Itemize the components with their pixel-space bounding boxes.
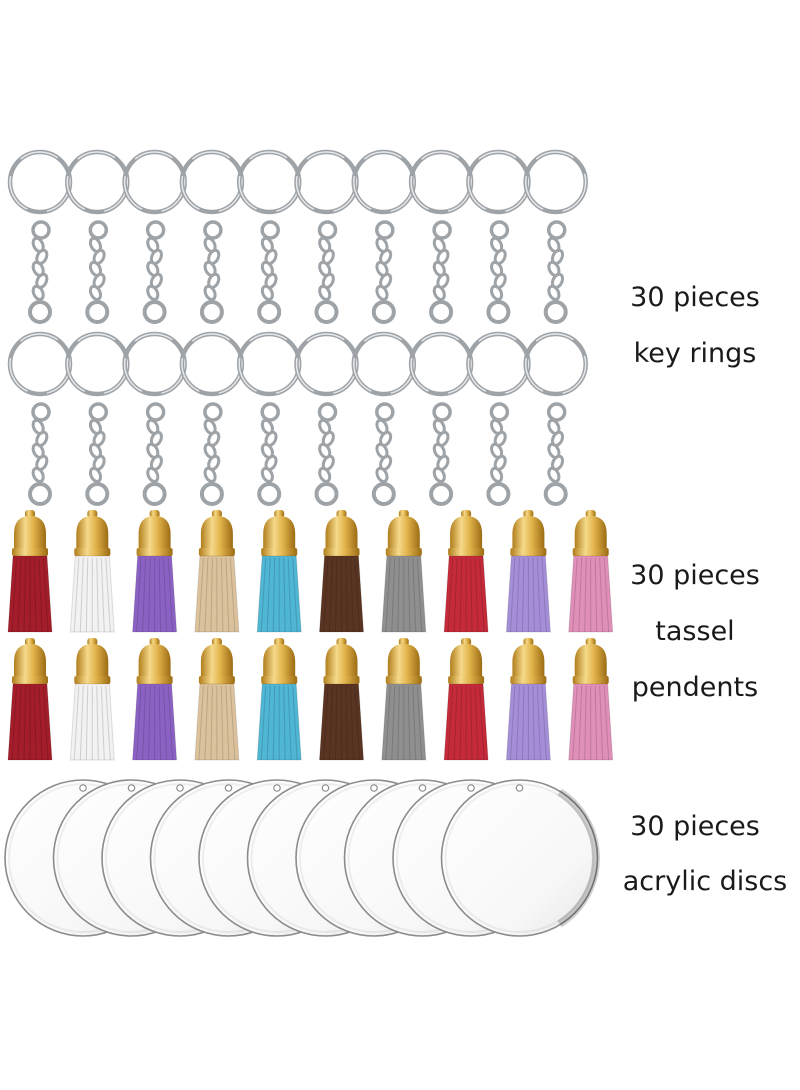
key-ring	[7, 149, 73, 324]
tassels-group	[7, 510, 614, 761]
key-ring	[294, 331, 359, 506]
tassel-pendent	[318, 510, 365, 633]
tassel-pendent	[132, 638, 178, 761]
key-ring	[179, 149, 245, 324]
tassel-pendent	[318, 638, 365, 761]
key-ring	[466, 331, 531, 506]
tassel-pendent	[194, 638, 240, 761]
tassel-pendent	[381, 638, 427, 761]
key-ring	[523, 149, 588, 324]
tassel-pendent	[381, 510, 427, 633]
tassel-pendent	[568, 638, 614, 761]
key-ring	[351, 331, 417, 506]
key-ring	[122, 149, 187, 324]
key-rings-label: key rings	[633, 338, 757, 369]
key-ring	[236, 149, 302, 324]
tassel-pendent	[256, 638, 302, 761]
key-ring	[523, 331, 588, 506]
key-ring	[466, 149, 531, 324]
tassel-pendent	[7, 638, 53, 761]
disc-rim-shadow	[557, 788, 600, 928]
tassel-pendent	[69, 638, 115, 761]
tassel-pendent	[568, 510, 614, 633]
discs-label: acrylic discs	[622, 866, 788, 897]
key-ring	[294, 149, 359, 324]
key-ring	[65, 149, 130, 324]
key-ring	[351, 149, 417, 324]
key-ring	[179, 331, 245, 506]
tassel-pendent	[132, 510, 178, 633]
acrylic-disc	[440, 779, 599, 937]
key-ring	[65, 331, 130, 506]
tassels-label-line2: pendents	[631, 672, 759, 703]
tassels-label-line1: tassel	[655, 616, 735, 647]
key-ring	[122, 331, 187, 506]
key-ring	[7, 331, 73, 506]
key-ring	[408, 331, 474, 506]
tassel-pendent	[505, 510, 551, 633]
tassel-pendent	[443, 510, 489, 633]
acrylic-discs-group	[4, 779, 600, 937]
tassel-pendent	[7, 510, 53, 633]
key-rings-group	[7, 149, 588, 506]
tassel-pendent	[505, 638, 551, 761]
discs-count-label: 30 pieces	[630, 811, 760, 842]
key-ring	[408, 149, 474, 324]
tassels-count-label: 30 pieces	[630, 560, 760, 591]
key-rings-count-label: 30 pieces	[630, 282, 760, 313]
tassel-pendent	[69, 510, 115, 633]
tassel-pendent	[256, 510, 302, 633]
tassel-pendent	[194, 510, 240, 633]
tassel-pendent	[443, 638, 489, 761]
key-ring	[236, 331, 302, 506]
